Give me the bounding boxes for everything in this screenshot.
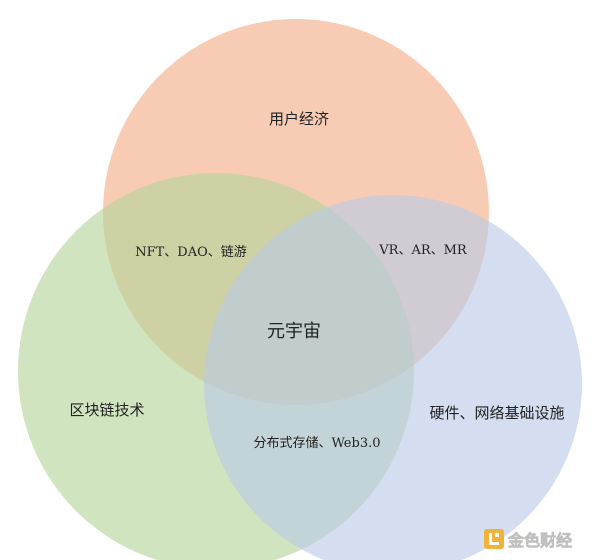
label-overlap-top-left: NFT、DAO、链游 [135, 245, 247, 260]
label-infrastructure: 硬件、网络基础设施 [429, 404, 564, 422]
label-overlap-top-right: VR、AR、MR [378, 243, 468, 258]
watermark-text: 金色财经 [507, 531, 572, 550]
label-user-economy: 用户经济 [269, 110, 329, 128]
circle-infrastructure [204, 195, 582, 560]
watermark-logo-icon [484, 529, 504, 549]
label-center: 元宇宙 [267, 321, 321, 342]
label-blockchain: 区块链技术 [69, 401, 144, 419]
label-overlap-left-right: 分布式存储、Web3.0 [254, 436, 381, 451]
